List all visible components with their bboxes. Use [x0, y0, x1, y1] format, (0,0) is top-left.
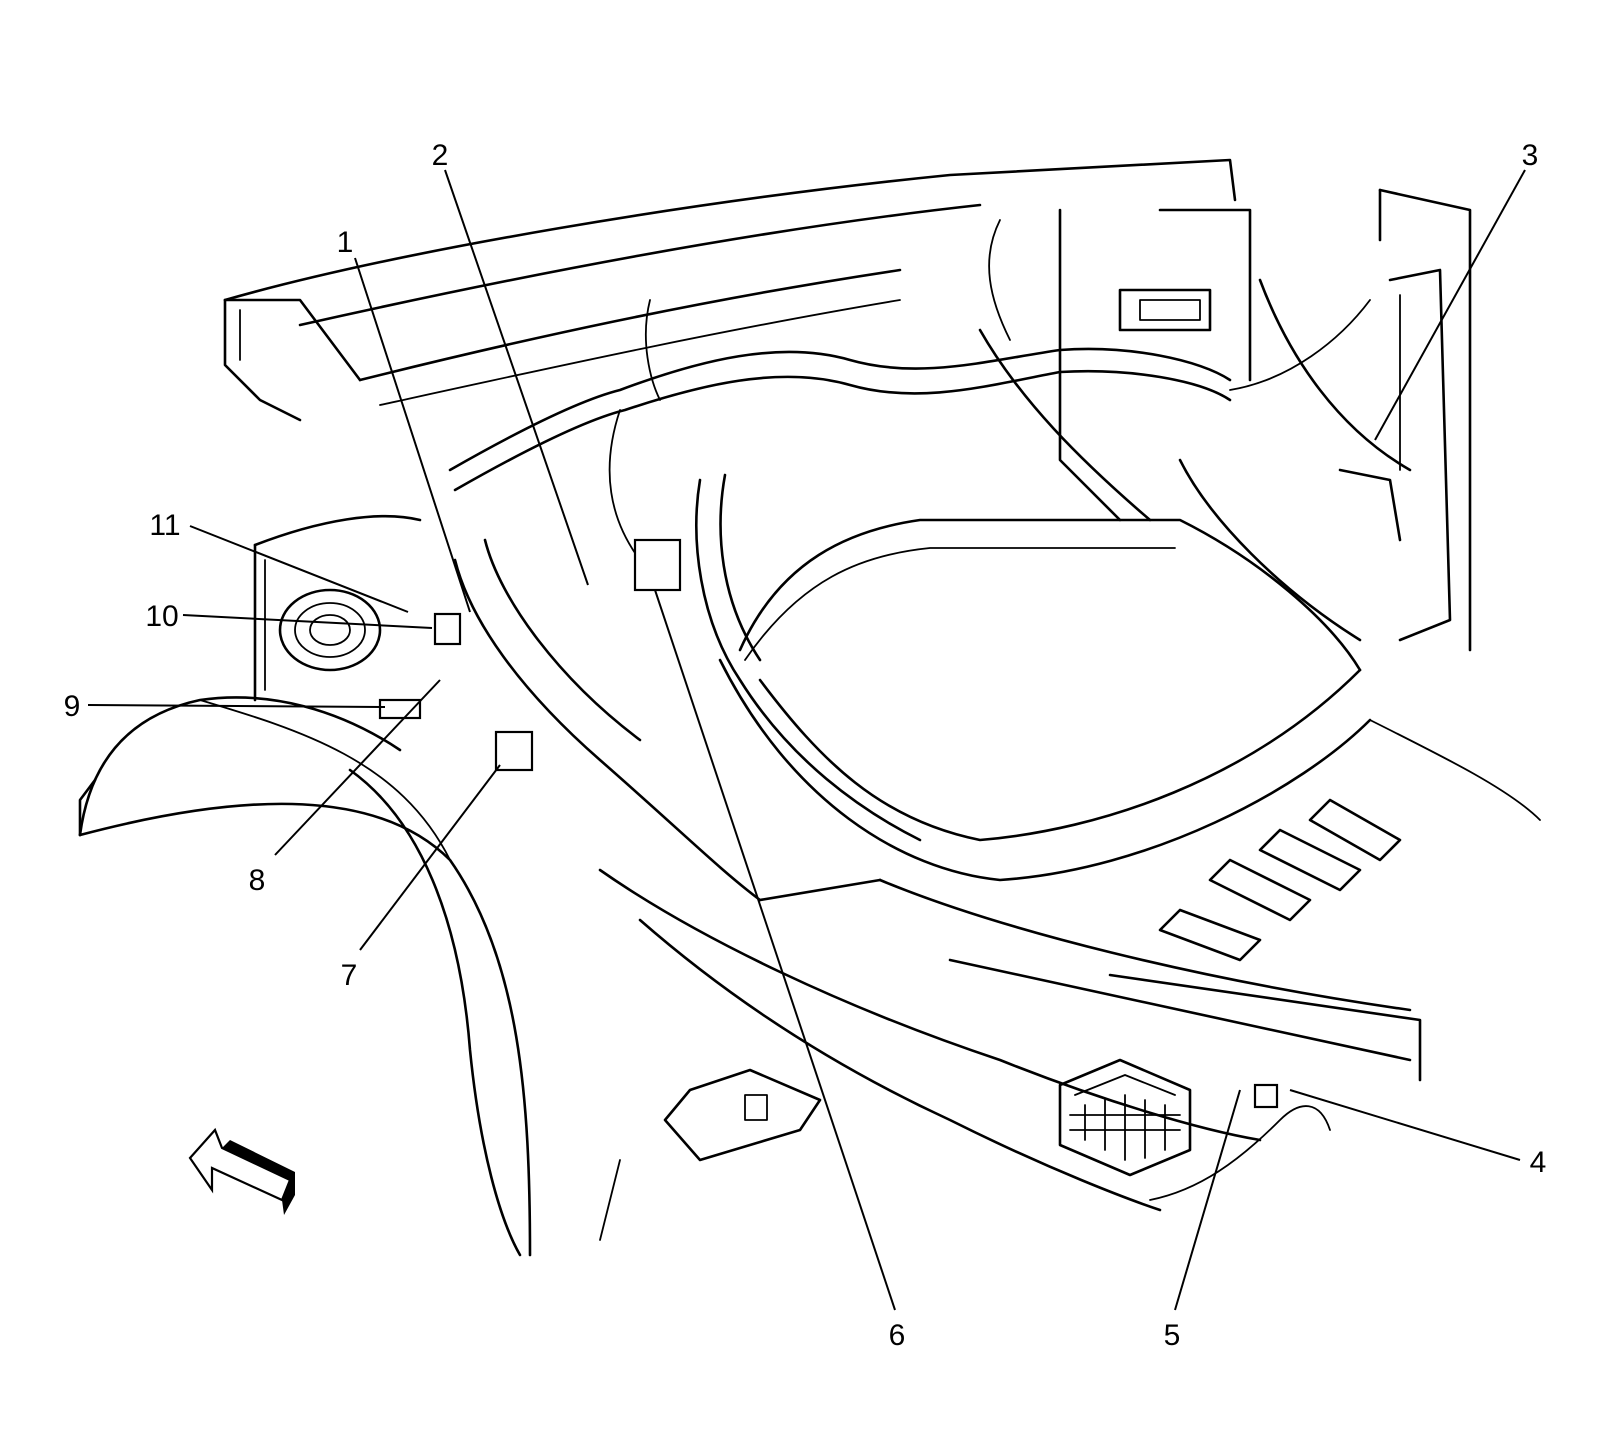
- callout-6: 6: [889, 1319, 906, 1352]
- leader-9: [87, 704, 386, 708]
- callout-5: 5: [1164, 1319, 1181, 1352]
- leader-3: [1374, 169, 1526, 441]
- callout-1: 1: [337, 226, 354, 259]
- callout-2: 2: [432, 139, 449, 172]
- leader-8: [274, 679, 441, 856]
- leader-5: [1174, 1089, 1241, 1311]
- leader-10: [182, 614, 433, 629]
- leader-2: [444, 169, 589, 586]
- callout-11: 11: [149, 509, 180, 542]
- leader-11: [189, 525, 409, 613]
- callout-8: 8: [249, 864, 266, 897]
- callout-3: 3: [1522, 139, 1539, 172]
- front-direction-arrow-icon: [188, 1127, 295, 1215]
- callout-10: 10: [145, 600, 178, 633]
- leader-4: [1289, 1089, 1521, 1161]
- leader-lines: [87, 169, 1526, 1311]
- callout-7: 7: [341, 959, 358, 992]
- leader-6: [654, 589, 896, 1311]
- callout-4: 4: [1530, 1146, 1547, 1179]
- leader-7: [359, 764, 501, 951]
- vehicle-body-drawing: [78, 158, 1541, 1257]
- callout-labels: 1 2 3 4 5 6 7 8 9 10 11: [64, 139, 1547, 1352]
- junction-block: [1058, 1058, 1192, 1177]
- callout-9: 9: [64, 690, 81, 723]
- leader-1: [354, 257, 471, 613]
